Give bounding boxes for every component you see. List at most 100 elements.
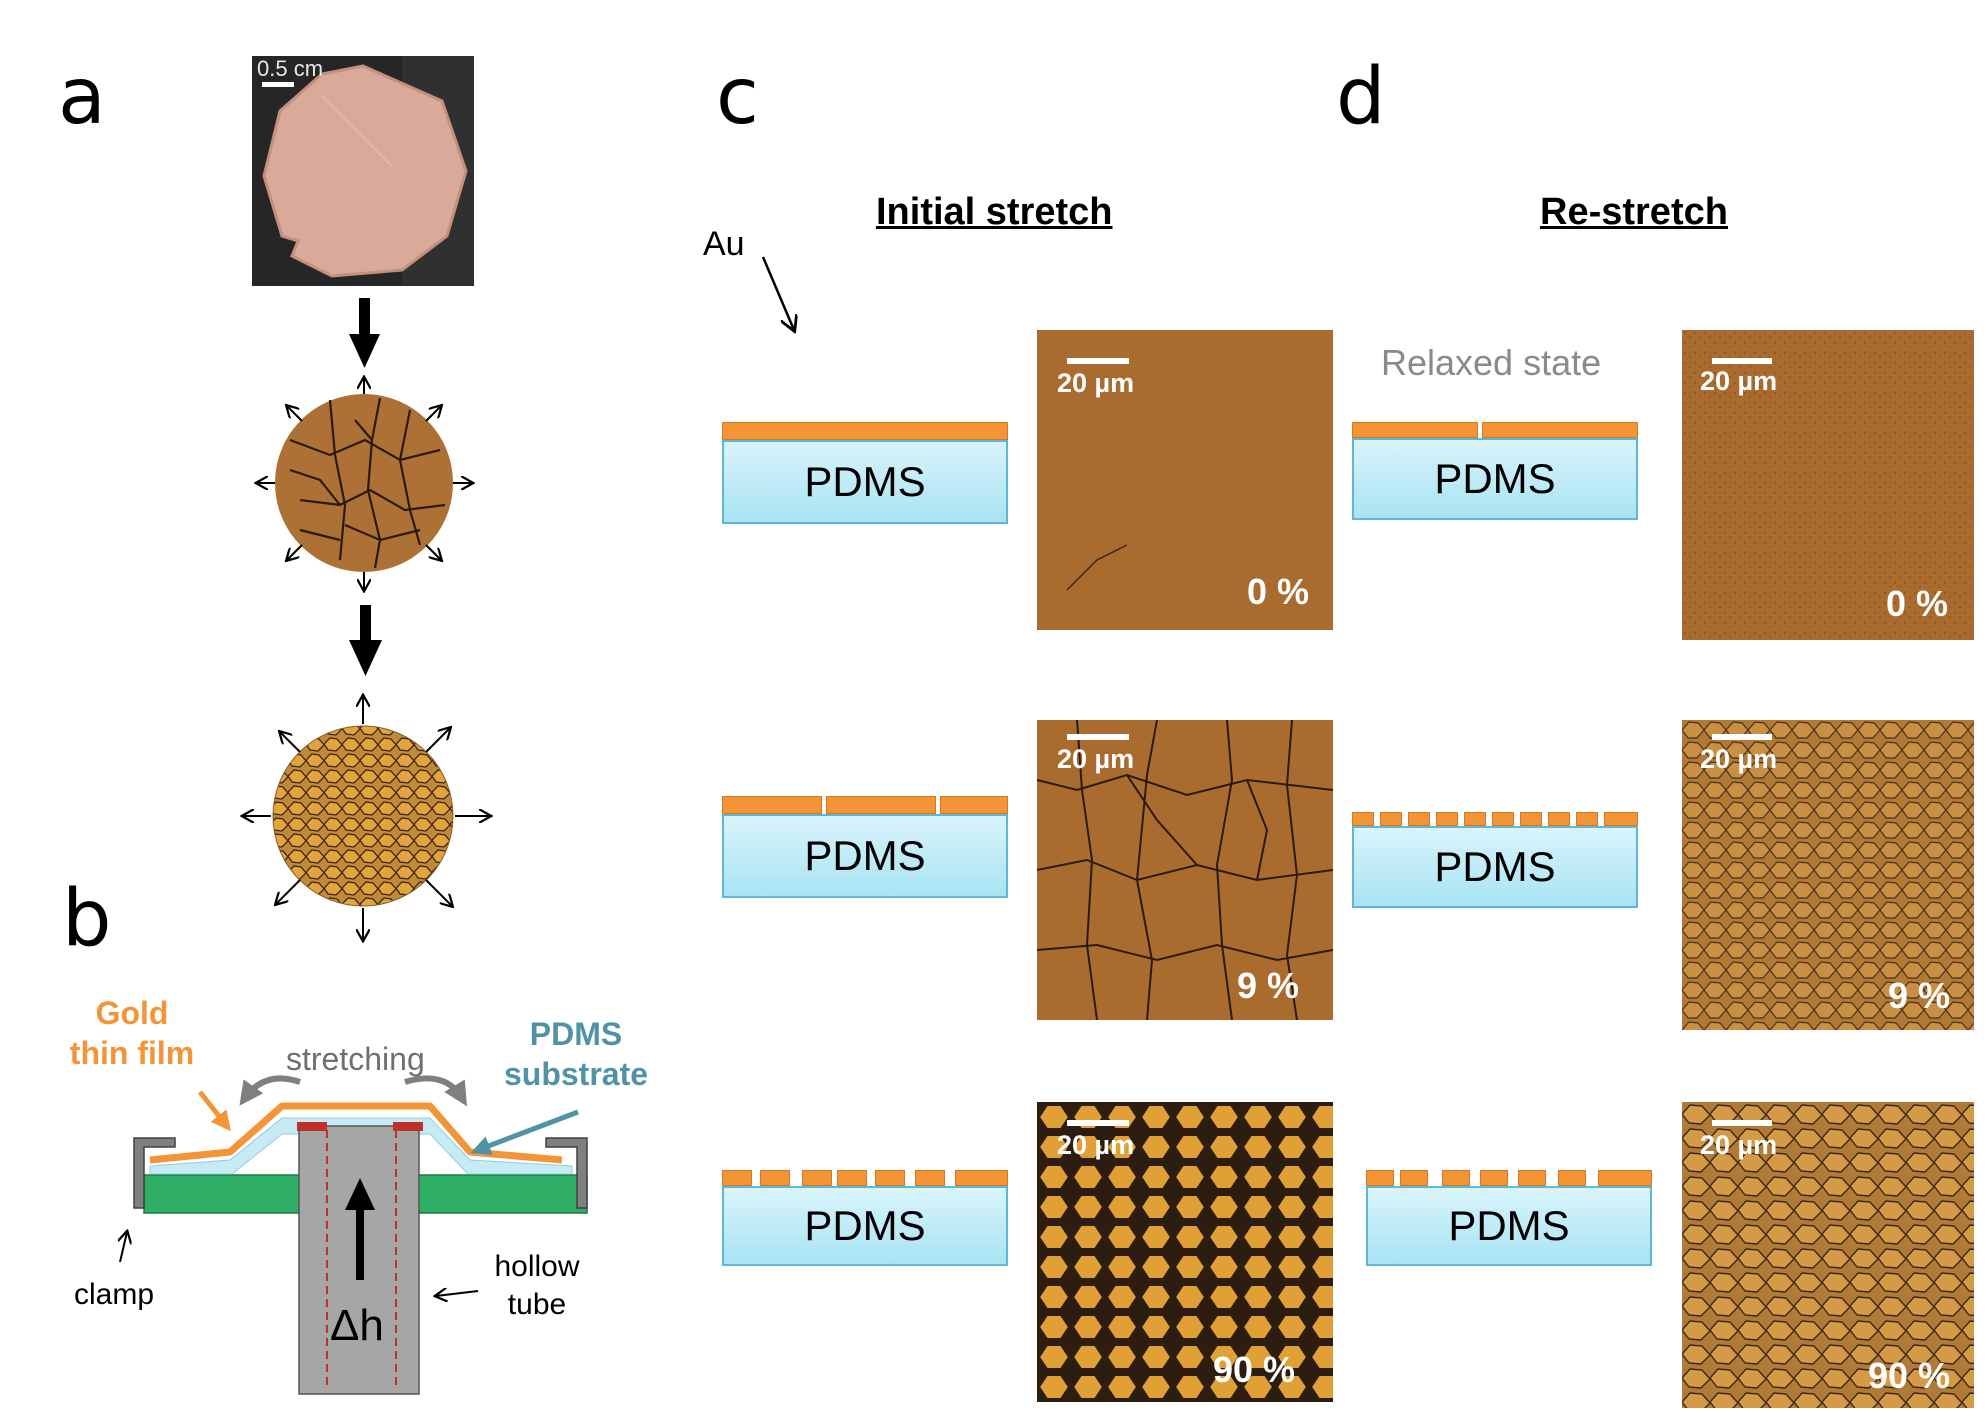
schematic-c-3: PDMS (722, 1170, 1008, 1266)
gold-segment (722, 796, 822, 814)
pdms-block: PDMS (1352, 826, 1638, 908)
cracked-disc (257, 378, 472, 590)
micrograph-d-90: 20 µm 90 % (1682, 1102, 1974, 1408)
gold-segment (1380, 812, 1402, 826)
micrograph-c-0: 20 µm 0 % (1037, 330, 1333, 630)
gold-segment (1442, 1170, 1470, 1186)
strain-label: 9 % (1887, 975, 1950, 1016)
gold-segment (1480, 1170, 1508, 1186)
relaxed-state-label: Relaxed state (1381, 342, 1602, 383)
pdms-label: PDMS (804, 1202, 926, 1249)
strain-label: 90 % (1867, 1355, 1950, 1396)
panel-label-a: a (58, 52, 106, 142)
gold-segment (1482, 422, 1638, 438)
pdms-block: PDMS (1352, 438, 1638, 520)
gold-film-continuous (722, 422, 1008, 440)
scale-bar (1067, 1120, 1129, 1126)
gold-segment (940, 796, 1008, 814)
gold-segment (1492, 812, 1514, 826)
photo-scale-label: 0.5 cm (257, 56, 324, 81)
gold-segment (722, 1170, 752, 1186)
hollow-tube-label-line1: hollow (494, 1250, 580, 1283)
pdms-label: PDMS (804, 832, 926, 879)
scale-bar (1067, 358, 1129, 364)
gold-segment (802, 1170, 832, 1186)
clamp-label: clamp (74, 1278, 155, 1311)
gold-segment (1352, 422, 1478, 438)
gold-film-label: Gold thin film (68, 993, 196, 1073)
gold-segment (1366, 1170, 1394, 1186)
down-arrow-2 (349, 605, 382, 676)
schematic-d-1: PDMS (1352, 422, 1638, 520)
sample-photo: 0.5 cm (252, 56, 474, 286)
micrograph-d-0: 20 µm 0 % (1682, 330, 1974, 640)
pdms-substrate-label: PDMS substrate (500, 1014, 652, 1094)
pdms-label: PDMS (1434, 455, 1556, 502)
gold-segment (1518, 1170, 1546, 1186)
gold-segment (1520, 812, 1542, 826)
scale-label: 20 µm (1700, 1130, 1778, 1160)
au-pointer (761, 256, 794, 330)
scale-bar (1712, 734, 1772, 740)
schematic-d-2: PDMS (1352, 812, 1638, 908)
gold-segment (826, 796, 936, 814)
schematic-c-1: PDMS (722, 422, 1008, 524)
gold-film-label-line2: thin film (69, 1035, 195, 1071)
gold-film-label-line1: Gold (95, 995, 169, 1031)
gold-segment (955, 1170, 1008, 1186)
micrograph-d-9: 20 µm 9 % (1682, 720, 1974, 1030)
panel-label-b: b (62, 874, 112, 964)
gold-segment (1598, 1170, 1652, 1186)
pdms-block: PDMS (722, 1186, 1008, 1266)
strain-label: 0 % (1885, 583, 1948, 624)
micrograph-c-90: 20 µm 90 % (1037, 1102, 1333, 1402)
scale-label: 20 µm (1700, 744, 1778, 774)
gold-segment (1576, 812, 1598, 826)
fragmented-disc (243, 696, 490, 940)
scale-label: 20 µm (1057, 1130, 1135, 1160)
pdms-label: PDMS (804, 458, 926, 505)
scale-label: 20 µm (1057, 744, 1135, 774)
pdms-label: PDMS (1448, 1202, 1570, 1249)
micrograph-c-9: 20 µm 9 % (1037, 720, 1333, 1020)
gold-segment (875, 1170, 905, 1186)
gold-segment (837, 1170, 867, 1186)
scale-bar (1712, 358, 1772, 364)
sample-photo-graphic (252, 56, 474, 286)
stretching-label: stretching (286, 1041, 425, 1077)
pdms-label: PDMS (1434, 843, 1556, 890)
schematic-d-3: PDMS (1366, 1170, 1652, 1266)
scale-bar (1712, 1120, 1772, 1126)
gold-segment (915, 1170, 945, 1186)
gold-segment (1436, 812, 1458, 826)
hollow-tube-label: hollow tube (482, 1248, 592, 1323)
gold-segment (1464, 812, 1486, 826)
strain-label: 0 % (1246, 571, 1309, 612)
heading-initial-stretch: Initial stretch (876, 191, 1113, 233)
gold-segment (1558, 1170, 1586, 1186)
gold-segment (1400, 1170, 1428, 1186)
bulge-test-diagram (120, 1075, 588, 1395)
panel-label-d: d (1336, 52, 1386, 142)
gold-segment (1352, 812, 1374, 826)
gold-segment (1604, 812, 1638, 826)
down-arrow-1 (349, 298, 380, 368)
scale-label: 20 µm (1700, 366, 1778, 396)
scale-label: 20 µm (1057, 368, 1135, 398)
gold-segment (1548, 812, 1570, 826)
scale-bar (1067, 734, 1129, 740)
panel-label-c: c (716, 52, 759, 142)
photo-scale-bar (262, 82, 294, 87)
delta-h-label: Δh (330, 1301, 384, 1350)
au-label: Au (703, 225, 745, 263)
pdms-block: PDMS (722, 440, 1008, 524)
gold-segment (1408, 812, 1430, 826)
schematic-c-2: PDMS (722, 796, 1008, 898)
gold-segment (760, 1170, 790, 1186)
hollow-tube-label-line2: tube (507, 1287, 567, 1321)
pdms-substrate-label-line2: substrate (503, 1056, 649, 1092)
strain-label: 90 % (1212, 1349, 1295, 1390)
heading-re-stretch: Re-stretch (1540, 191, 1728, 233)
